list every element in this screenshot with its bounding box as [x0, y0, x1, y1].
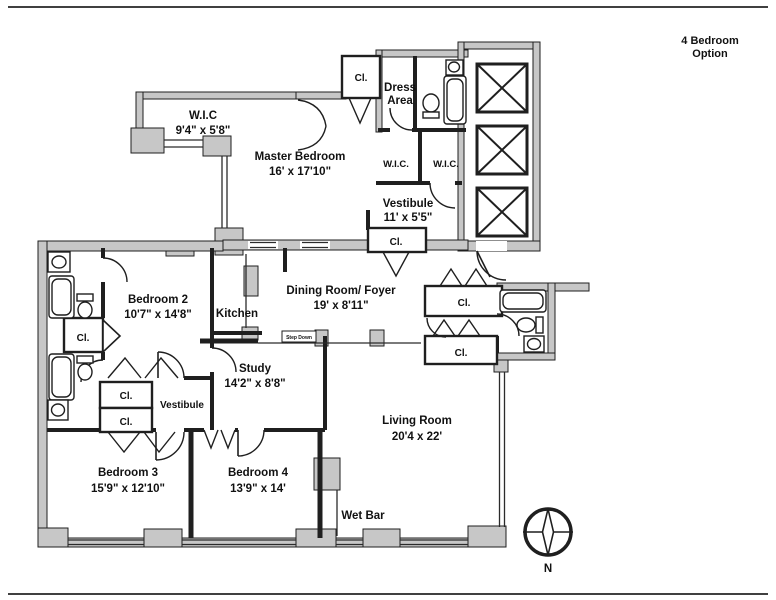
master-bath-sink	[445, 59, 464, 76]
wic-double-door-leaf	[297, 99, 327, 127]
plan-title-line2: Option	[692, 48, 728, 60]
bedroom3-dims: 15'9" x 12'10"	[91, 483, 165, 495]
closet-right-2-label: Cl.	[455, 348, 468, 359]
compass-north-label: N	[544, 563, 552, 575]
entry-door-leaf	[476, 250, 491, 278]
master-bedroom-dims: 16' x 17'10"	[269, 166, 331, 178]
windows-and-steps	[68, 139, 506, 546]
elevator-core	[475, 62, 529, 238]
vestibule-upper-dims: 11' x 5'5"	[384, 212, 433, 224]
wic-right-label: W.I.C.	[433, 159, 459, 170]
closet-mid-a-label: Cl.	[120, 391, 133, 402]
interior-walls	[47, 56, 499, 538]
study-door-arc	[211, 347, 237, 373]
right-bath-door-arc	[496, 313, 520, 337]
bedroom4-door-arc	[237, 429, 265, 457]
vestibule-upper-name: Vestibule	[383, 198, 434, 210]
closet-upper-vestibule-label: Cl.	[390, 237, 403, 248]
wic-main-dims: 9'4" x 5'8"	[176, 125, 231, 137]
closet-mid-b-label: Cl.	[120, 417, 133, 428]
closet-upper-vestibule-door	[382, 251, 410, 278]
window-gap	[248, 241, 278, 249]
bedroom2-closet-bifold	[107, 356, 179, 379]
bedroom3-door-arc	[155, 431, 185, 461]
fixtures	[47, 59, 547, 421]
master-bath-toilet	[422, 93, 440, 119]
step-down-label: Step Down	[286, 335, 312, 341]
master-bedroom-name: Master Bedroom	[255, 151, 346, 163]
dress-area-line1: Dress	[384, 82, 416, 94]
closet-passage-door-arc	[426, 317, 447, 338]
bath2-toilet	[76, 355, 94, 381]
wic-left-label: W.I.C.	[383, 159, 409, 170]
closet-right-2-bifold	[432, 318, 481, 337]
bath1-toilet	[76, 293, 94, 319]
right-bath-sink	[523, 335, 545, 353]
closet-bath-strip-label: Cl.	[77, 333, 90, 344]
window-gap	[300, 241, 330, 249]
bedroom4-closet-bifold	[203, 429, 236, 450]
wic-double-door-leaf	[297, 125, 327, 151]
closet-right-1-label: Cl.	[458, 298, 471, 309]
plan-title-line1: 4 Bedroom	[681, 35, 739, 47]
vestibule-mid-label: Vestibule	[160, 400, 204, 411]
closet-right-2-box	[423, 334, 499, 366]
right-bath-toilet	[516, 316, 544, 334]
bedroom4-dims: 13'9" x 14'	[230, 483, 286, 495]
bedroom3-closet-bifold	[107, 431, 176, 454]
bedroom2-name: Bedroom 2	[128, 294, 188, 306]
wic-main-name: W.I.C	[189, 110, 217, 122]
page-borders	[8, 6, 768, 595]
bath1-door	[102, 257, 128, 283]
bedroom2-dims: 10'7" x 14'8"	[124, 309, 192, 321]
kitchen-name: Kitchen	[216, 308, 258, 320]
bath1-sink	[47, 251, 71, 273]
bath1-tub	[48, 275, 75, 319]
master-bath-tub	[443, 75, 467, 125]
study-name: Study	[239, 363, 272, 375]
right-bath-tub	[499, 289, 547, 313]
vestibule-door	[429, 182, 456, 209]
living-room-name: Living Room	[382, 415, 452, 427]
bedroom4-name: Bedroom 4	[228, 467, 289, 479]
wet-bar-label: Wet Bar	[341, 510, 385, 522]
study-dims: 14'2" x 8'8"	[224, 378, 285, 390]
closet-top-label: Cl.	[355, 73, 368, 84]
entry-door-arc	[476, 250, 507, 281]
closet-upper-vestibule-box	[366, 226, 428, 254]
closet-bath-strip-door	[102, 318, 122, 354]
dining-foyer-dims: 19' x 8'11"	[313, 300, 368, 312]
living-room-dims: 20'4 x 22'	[392, 431, 442, 443]
dress-area-line2: Area	[387, 95, 413, 107]
compass-needle	[541, 508, 555, 556]
closet-boxes	[62, 54, 504, 434]
dining-foyer-name: Dining Room/ Foyer	[286, 285, 396, 297]
closet-top-box	[340, 54, 382, 100]
bath2-sink	[47, 399, 69, 421]
closet-mid-b-box	[98, 406, 154, 434]
wic-left-door	[389, 107, 413, 131]
entry-door-gap	[476, 241, 507, 251]
closet-right-1-bifold	[439, 267, 488, 287]
bedroom3-name: Bedroom 3	[98, 467, 158, 479]
step-down-box	[281, 330, 317, 343]
closet-top-door	[348, 97, 372, 125]
room-labels: 4 Bedroom Option W.I.C 9'4" x 5'8" Maste…	[77, 35, 739, 522]
compass: N	[523, 507, 573, 575]
bath2-tub	[48, 353, 75, 401]
bedroom2-door-arc	[157, 351, 185, 379]
doors	[80, 97, 520, 461]
